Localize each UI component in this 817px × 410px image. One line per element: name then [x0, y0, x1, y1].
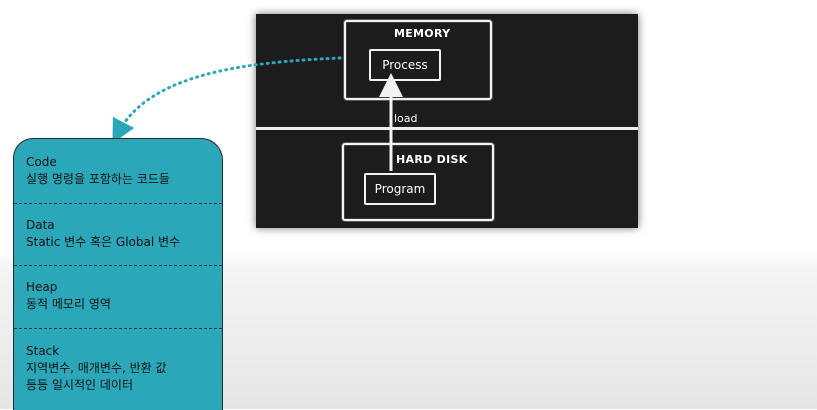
segment-heap-title: Heap — [26, 280, 58, 294]
blackboard-diagram: MEMORY Process load HARD DISK Program — [256, 14, 638, 228]
segment-code-description: 실행 명령을 포함하는 코드들 — [26, 172, 170, 186]
hard-disk-title: HARD DISK — [396, 153, 468, 166]
program-label: Program — [374, 182, 426, 196]
process-to-segments-dotted-arrow — [112, 56, 342, 144]
memory-box — [344, 20, 492, 100]
segment-divider — [14, 203, 222, 204]
segment-stack-description-line-2: 등등 일시적인 데이터 — [26, 378, 133, 392]
segment-data-description: Static 변수 혹은 Global 변수 — [26, 235, 181, 249]
program-box: Program — [364, 173, 436, 205]
segment-stack-title: Stack — [26, 344, 60, 358]
memory-title: MEMORY — [394, 27, 451, 40]
segment-heap: Heap 동적 메모리 영역 — [14, 279, 222, 313]
segment-divider — [14, 265, 222, 266]
segment-code: Code 실행 명령을 포함하는 코드들 — [14, 154, 222, 188]
process-box: Process — [369, 49, 441, 81]
process-label: Process — [382, 58, 428, 72]
segment-stack-description-line-1: 지역변수, 매개변수, 반환 값 — [26, 361, 167, 375]
load-label: load — [394, 112, 418, 125]
segment-stack: Stack 지역변수, 매개변수, 반환 값 등등 일시적인 데이터 — [14, 343, 222, 394]
segment-divider — [14, 328, 222, 329]
segment-data: Data Static 변수 혹은 Global 변수 — [14, 217, 222, 251]
chalk-divider-line — [256, 127, 638, 130]
hard-disk-box — [342, 143, 494, 221]
segment-code-title: Code — [26, 155, 57, 169]
segment-heap-description: 동적 메모리 영역 — [26, 297, 111, 311]
segment-data-title: Data — [26, 218, 55, 232]
memory-segments: Code 실행 명령을 포함하는 코드들 Data Static 변수 혹은 G… — [13, 138, 223, 410]
